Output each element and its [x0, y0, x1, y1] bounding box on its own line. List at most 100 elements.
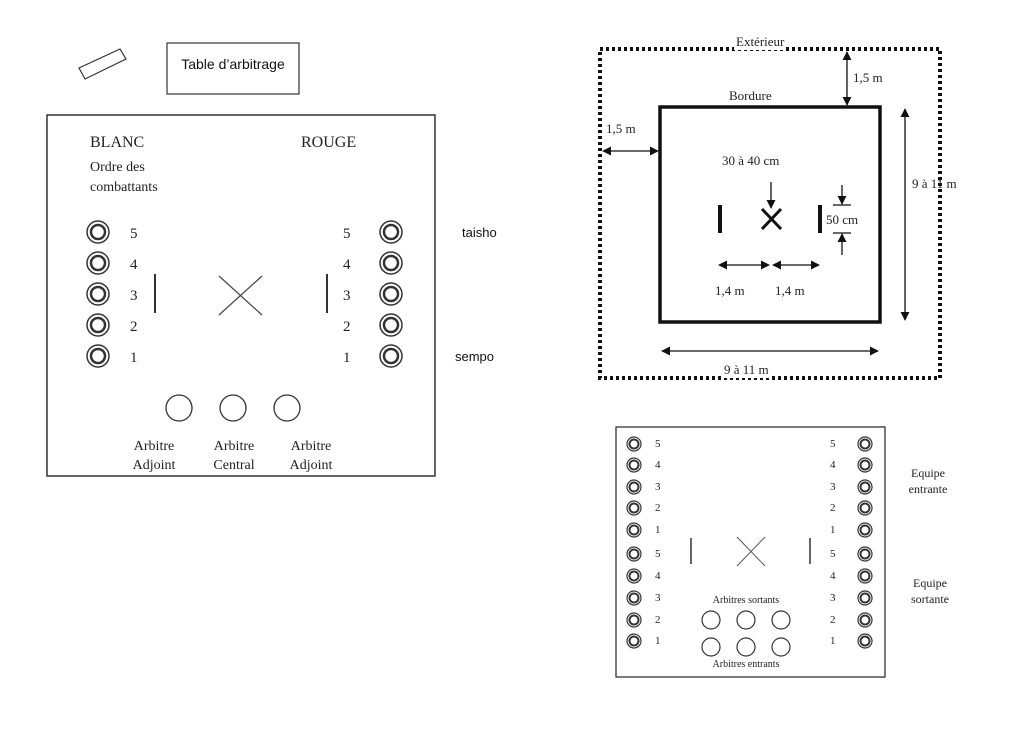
- referee-circles: [165, 394, 301, 422]
- referee-icon: [736, 610, 756, 630]
- rank-label-right: 3: [343, 288, 351, 304]
- fighter-icon: [379, 251, 403, 275]
- team-rank-left: 5: [655, 548, 661, 560]
- table-label-box: [166, 42, 300, 95]
- spacing-left-label: 1,4 m: [715, 283, 745, 298]
- court-border: [658, 105, 882, 324]
- blanc-label: BLANC: [90, 134, 145, 151]
- fighter-icon: [86, 313, 110, 337]
- team-rank-right: 1: [830, 524, 836, 536]
- referee-icon: [701, 637, 721, 657]
- sempo-label: sempo: [455, 349, 495, 364]
- team-rank-right: 2: [830, 502, 836, 514]
- leaving-team-label-line1: Equipe: [913, 576, 947, 590]
- fighter-icon: [857, 436, 873, 452]
- fighter-icon: [857, 633, 873, 649]
- team-right-fighters: [857, 436, 873, 649]
- spacing-right-label: 1,4 m: [775, 283, 805, 298]
- team-rank-right: 1: [830, 635, 836, 647]
- bottom-label: 9 à 11 m: [722, 362, 771, 378]
- fighter-icon: [626, 546, 642, 562]
- margin-left-label: 1,5 m: [606, 121, 636, 136]
- fighter-icon: [626, 612, 642, 628]
- rouge-fighters: [379, 220, 403, 368]
- referee-icon: [165, 394, 193, 422]
- fighter-icon: [86, 282, 110, 306]
- rank-label-right: 4: [343, 257, 351, 273]
- fighter-icon: [626, 500, 642, 516]
- rank-label-right: 2: [343, 319, 351, 335]
- team-rank-right: 5: [830, 548, 836, 560]
- fighter-icon: [379, 344, 403, 368]
- team-rank-right: 3: [830, 592, 836, 604]
- referee-label-line2: Adjoint: [289, 458, 333, 473]
- fighter-icon: [626, 436, 642, 452]
- fighter-icon: [86, 220, 110, 244]
- competition-area: [46, 114, 436, 477]
- table-label: Table d’arbitrage: [181, 56, 285, 72]
- referee-label-line1: Arbitre: [290, 439, 332, 454]
- fighter-icon: [379, 282, 403, 306]
- team-rank-left: 1: [655, 635, 661, 647]
- team-rank-left: 5: [655, 438, 661, 450]
- team-rank-left: 2: [655, 502, 661, 514]
- referee-icon: [273, 394, 301, 422]
- rank-label-right: 1: [343, 350, 351, 366]
- side-label: 9 à 11 m: [912, 176, 957, 191]
- team-rank-left: 3: [655, 481, 661, 493]
- team-rank-left: 4: [655, 570, 661, 582]
- team-rank-left: 3: [655, 592, 661, 604]
- order-label-line1: Ordre des: [90, 160, 145, 175]
- border-label: Bordure: [729, 88, 772, 103]
- fighter-icon: [857, 457, 873, 473]
- team-rank-right: 4: [830, 459, 836, 471]
- team-rank-right: 5: [830, 438, 836, 450]
- fighter-icon: [86, 344, 110, 368]
- rouge-label: ROUGE: [301, 134, 357, 151]
- leaving-team-label-line2: sortante: [911, 592, 949, 606]
- margin-top-label: 1,5 m: [853, 70, 883, 85]
- fighter-icon: [857, 522, 873, 538]
- team-rank-left: 4: [655, 459, 661, 471]
- rank-label-left: 5: [130, 226, 138, 242]
- court-center-mark: [760, 207, 783, 231]
- team-rank-right: 4: [830, 570, 836, 582]
- referee-icon: [771, 610, 791, 630]
- fighter-icon: [379, 220, 403, 244]
- team-center-mark: [736, 536, 766, 567]
- fighter-icon: [857, 568, 873, 584]
- left-diagram: [46, 42, 436, 477]
- table-icon: [78, 48, 127, 80]
- fighter-icon: [379, 313, 403, 337]
- rank-label-left: 3: [130, 288, 138, 304]
- center-distance-label: 30 à 40 cm: [722, 153, 780, 168]
- entering-team-label-line2: entrante: [908, 482, 948, 496]
- rank-label-left: 4: [130, 257, 138, 273]
- referee-label-line2: Adjoint: [132, 458, 176, 473]
- fighter-icon: [626, 633, 642, 649]
- blanc-fighters: [86, 220, 110, 368]
- referee-icon: [736, 637, 756, 657]
- referees-entering-label: Arbitres entrants: [712, 659, 780, 670]
- referees-entering: [701, 637, 791, 657]
- fighter-icon: [857, 612, 873, 628]
- exterior-label: Extérieur: [734, 34, 787, 50]
- fighter-icon: [857, 590, 873, 606]
- fighter-icon: [626, 522, 642, 538]
- team-rank-left: 2: [655, 614, 661, 626]
- referee-label-line2: Central: [213, 458, 255, 473]
- team-diagram: [615, 426, 886, 678]
- fighter-icon: [86, 251, 110, 275]
- line-length-marker: [833, 185, 851, 255]
- referees-leaving: [701, 610, 791, 630]
- team-area: [615, 426, 886, 678]
- line-length-label: 50 cm: [826, 212, 859, 228]
- fighter-icon: [626, 568, 642, 584]
- rank-label-left: 1: [130, 350, 138, 366]
- fighter-icon: [626, 457, 642, 473]
- rank-label-left: 2: [130, 319, 138, 335]
- fighter-icon: [626, 479, 642, 495]
- referee-label-line1: Arbitre: [133, 439, 175, 454]
- referee-label-line1: Arbitre: [213, 439, 255, 454]
- fighter-icon: [626, 590, 642, 606]
